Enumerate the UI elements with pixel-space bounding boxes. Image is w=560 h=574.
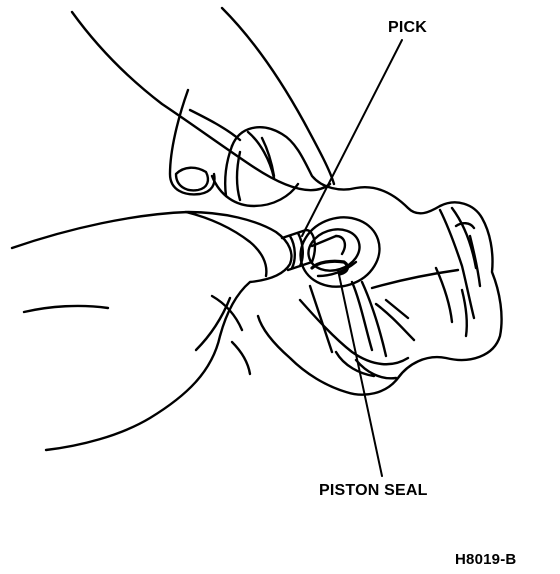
caliper-ear-detail bbox=[454, 222, 482, 288]
upper-thumb bbox=[168, 88, 216, 196]
upper-fingertip bbox=[210, 174, 300, 208]
lower-wrist-line bbox=[22, 304, 110, 314]
caliper-slot bbox=[374, 298, 416, 342]
pick-hook bbox=[334, 234, 347, 256]
caliper-rib-1 bbox=[308, 284, 334, 354]
bore-inner-wall bbox=[307, 228, 361, 272]
upper-hand-crease bbox=[188, 108, 242, 142]
lower-index-finger bbox=[184, 210, 268, 278]
lower-hand-outline bbox=[10, 210, 293, 452]
piston-seal bbox=[310, 259, 358, 278]
lower-knuckle-crease bbox=[210, 294, 252, 376]
pick-label: PICK bbox=[388, 19, 428, 36]
caliper-ear-notch bbox=[434, 266, 468, 338]
pick-ferrule-1 bbox=[288, 234, 296, 270]
caliper-front-face bbox=[298, 298, 410, 366]
pick-ferrule-2 bbox=[296, 231, 304, 268]
pick-leader-line bbox=[301, 39, 403, 237]
caliper-rib-2 bbox=[350, 280, 388, 358]
seal-leader-line bbox=[337, 269, 383, 477]
upper-thumbnail bbox=[174, 166, 210, 192]
pick-shaft bbox=[310, 234, 338, 248]
caliper-housing bbox=[224, 126, 503, 396]
caliper-upper-lug bbox=[246, 130, 276, 180]
upper-hand bbox=[70, 6, 336, 208]
lower-hand bbox=[10, 210, 293, 452]
leader-lines bbox=[301, 39, 403, 477]
piston-seal-groove bbox=[316, 260, 358, 278]
pick-tool bbox=[280, 228, 347, 272]
upper-hand-outline bbox=[70, 10, 332, 192]
caliper-cross-web bbox=[370, 268, 460, 290]
piston-seal-lifted bbox=[310, 259, 350, 276]
upper-hand-top-edge bbox=[220, 6, 336, 186]
lower-palm-crease bbox=[194, 296, 232, 352]
caliper-outline bbox=[230, 126, 503, 396]
caliper-left-flank bbox=[224, 144, 242, 202]
figure-id-label: H8019-B bbox=[455, 551, 517, 568]
piston-seal-label: PISTON SEAL bbox=[319, 482, 428, 499]
